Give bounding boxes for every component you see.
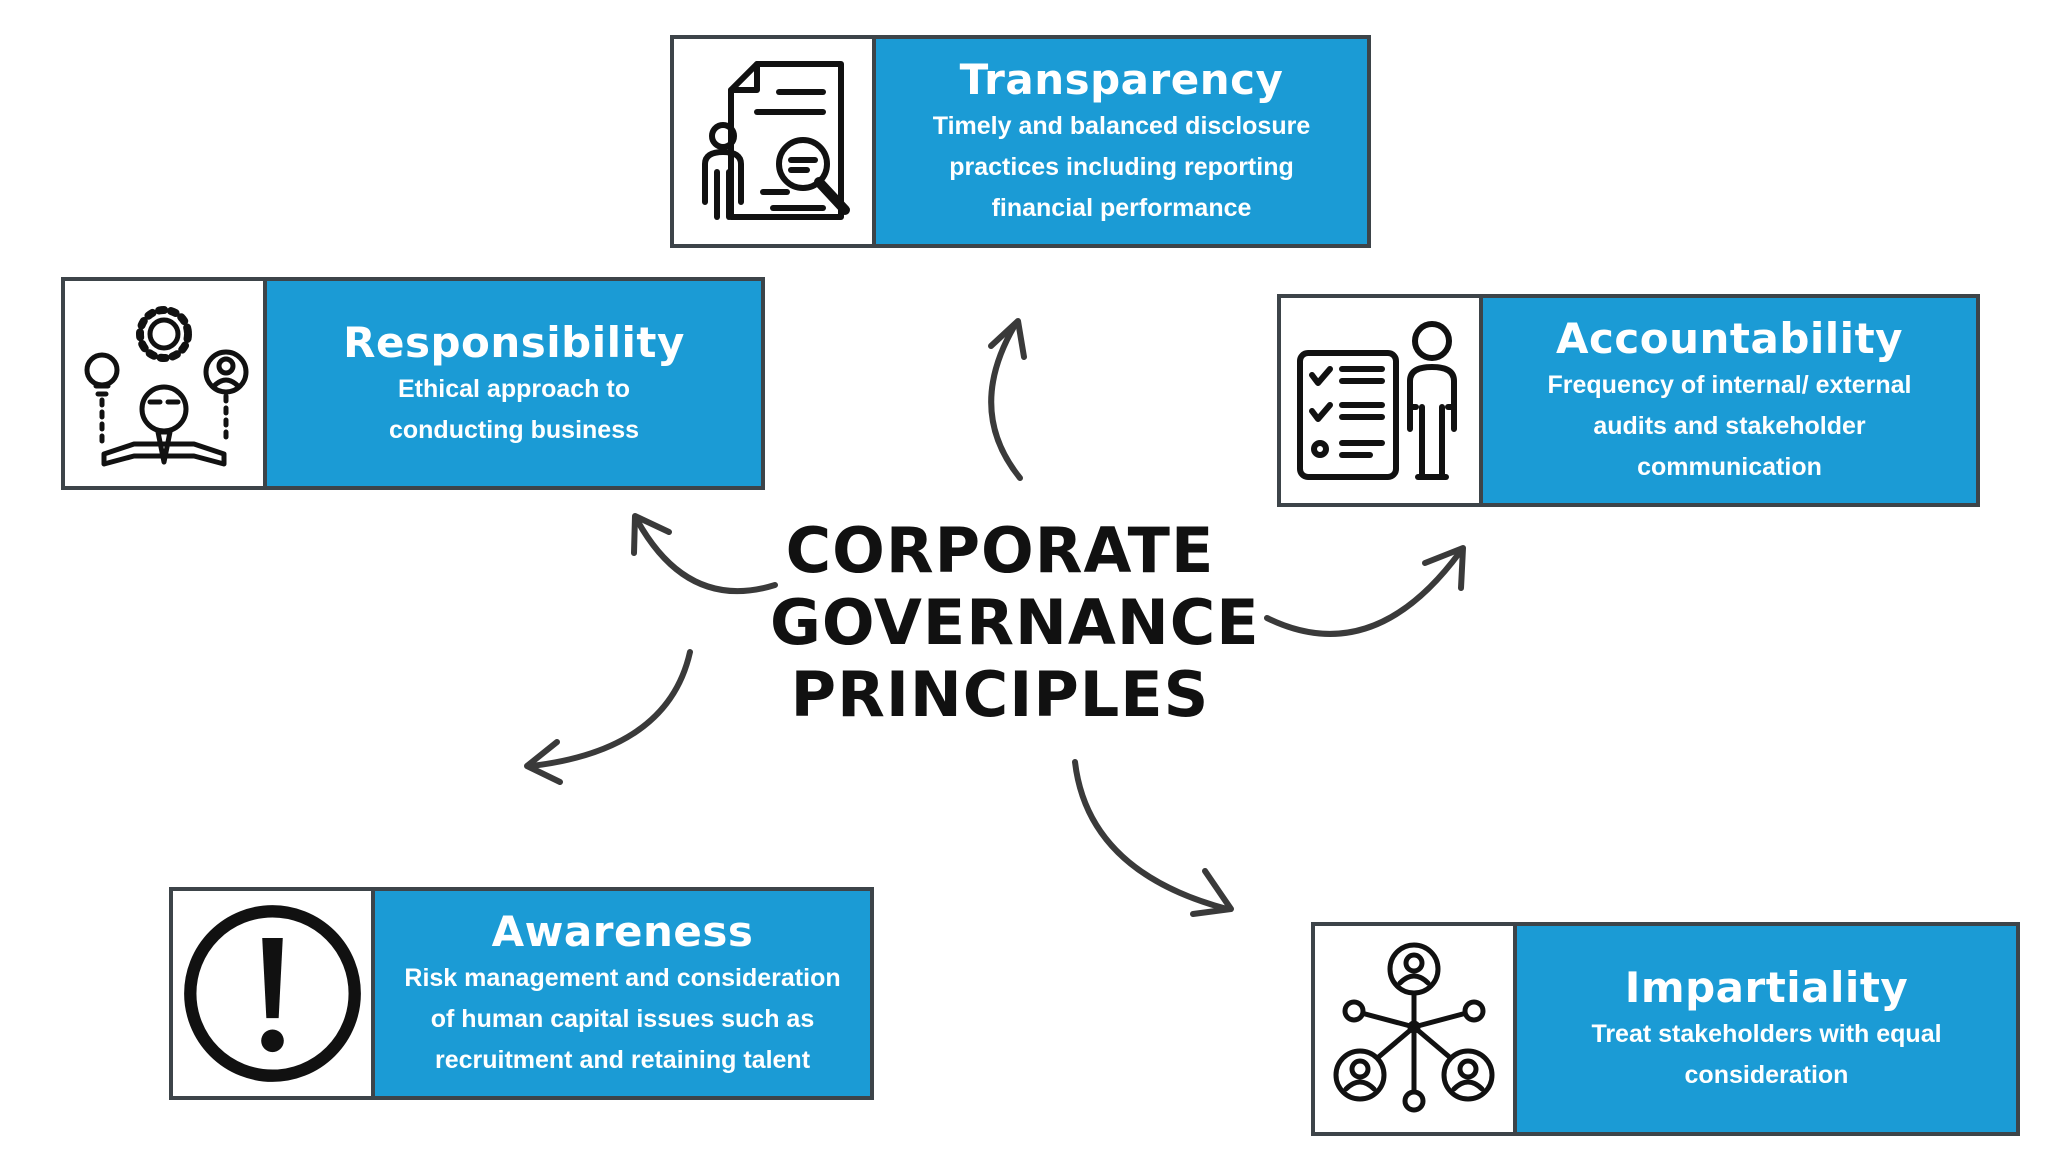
awareness-title: Awareness (491, 907, 754, 956)
transparency-icon-box (670, 35, 876, 248)
transparency-title: Transparency (959, 55, 1284, 104)
arrow-to-responsibility (631, 513, 778, 595)
card-impartiality: Impartiality Treat stakeholders with equ… (1311, 922, 2020, 1136)
impartiality-text-panel: Impartiality Treat stakeholders with equ… (1517, 922, 2020, 1136)
arrow-to-awareness (524, 649, 693, 785)
awareness-icon-box (169, 887, 375, 1100)
card-responsibility: Responsibility Ethical approach to condu… (61, 277, 765, 490)
transparency-text-panel: Transparency Timely and balanced disclos… (876, 35, 1371, 248)
exclamation-icon (183, 905, 361, 1082)
responsibility-text-panel: Responsibility Ethical approach to condu… (267, 277, 765, 490)
responsibility-title: Responsibility (343, 317, 685, 367)
card-accountability: Accountability Frequency of internal/ ex… (1277, 294, 1980, 507)
card-awareness: Awareness Risk management and considerat… (169, 887, 874, 1100)
responsibility-description: Ethical approach to conducting business (388, 374, 640, 444)
arrow-to-impartiality (1072, 759, 1234, 917)
accountability-description: Frequency of internal/ external audits a… (1547, 371, 1912, 481)
center-title: CORPORATE GOVERNANCE PRINCIPLES (770, 514, 1260, 731)
accountability-icon-box (1277, 294, 1483, 507)
transparency-description: Timely and balanced disclosure practices… (932, 112, 1311, 222)
arrow-to-accountability (1264, 545, 1466, 637)
awareness-description: Risk management and consideration of hum… (404, 964, 841, 1074)
impartiality-description: Treat stakeholders with equal considerat… (1591, 1020, 1942, 1089)
arrow-to-transparency (988, 318, 1027, 481)
checklist-person-icon (1297, 320, 1457, 480)
card-transparency: Transparency Timely and balanced disclos… (670, 35, 1371, 248)
awareness-text-panel: Awareness Risk management and considerat… (375, 887, 874, 1100)
network-people-icon (1333, 942, 1495, 1113)
accountability-text-panel: Accountability Frequency of internal/ ex… (1483, 294, 1980, 507)
responsibility-icon-box (61, 277, 267, 490)
impartiality-icon-box (1311, 922, 1517, 1136)
accountability-title: Accountability (1555, 314, 1904, 363)
impartiality-title: Impartiality (1624, 963, 1909, 1012)
document-magnifier-icon (702, 60, 850, 220)
businessman-ideas-icon (84, 305, 249, 466)
